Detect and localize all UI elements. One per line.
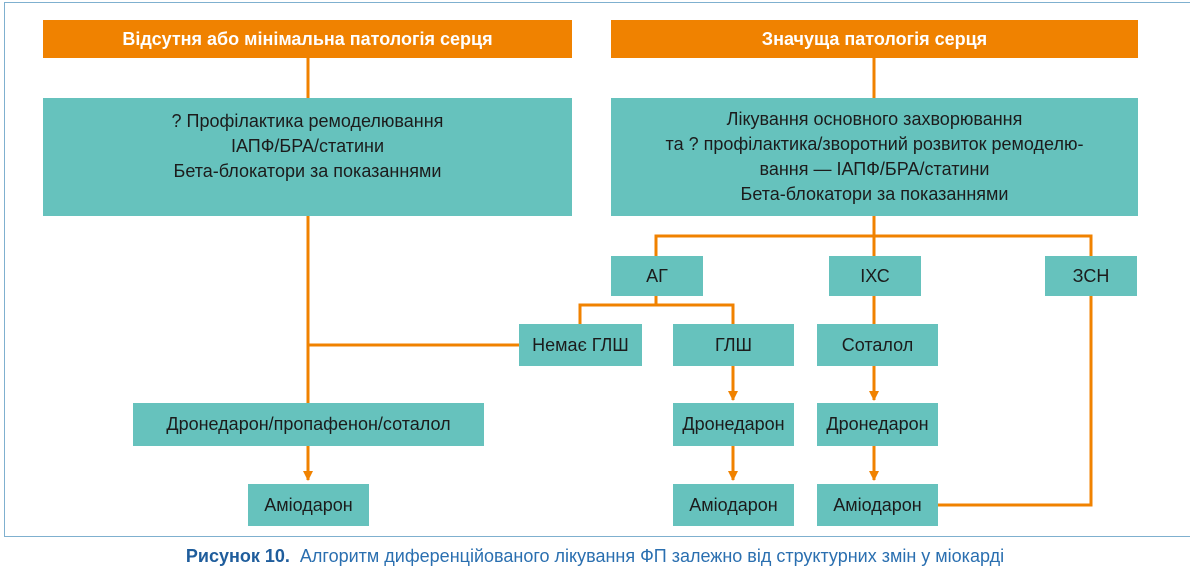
line-zsn-to-amio: [938, 296, 1093, 507]
node-dronedarone-ihs: Дронедарон: [817, 403, 938, 446]
node-ihs: ІХС: [829, 256, 921, 296]
left-prevention-box: ? Профілактика ремоделювання ІАПФ/БРА/ст…: [43, 98, 572, 216]
header-left: Відсутня або мінімальна патологія серця: [43, 20, 572, 58]
caption-text: Алгоритм диференційованого лікування ФП …: [299, 546, 1005, 566]
node-dronedarone-glsh: Дронедарон: [673, 403, 794, 446]
line-ag-split: [578, 303, 735, 324]
node-glsh: ГЛШ: [673, 324, 794, 366]
right-box-line: та ? профілактика/зворотний розвиток рем…: [665, 134, 1084, 154]
diagram-frame: [4, 2, 1190, 537]
node-zsn: ЗСН: [1045, 256, 1137, 296]
node-ag: АГ: [611, 256, 703, 296]
right-box-line: Бета-блокатори за показаннями: [740, 184, 1009, 204]
right-box-line: вання — ІАПФ/БРА/статини: [759, 159, 990, 179]
node-no-glsh: Немає ГЛШ: [519, 324, 642, 366]
right-treatment-box: Лікування основного захворювання та ? пр…: [611, 98, 1138, 216]
node-sotalol: Соталол: [817, 324, 938, 366]
left-box-line: Бета-блокатори за показаннями: [173, 160, 442, 181]
node-amiodarone-left: Аміодарон: [248, 484, 369, 526]
caption-label: Рисунок 10.: [185, 546, 290, 566]
node-dronedarone-propafenone-sotalol: Дронедарон/пропафенон/соталол: [133, 403, 484, 446]
right-box-line: Лікування основного захворювання: [726, 109, 1023, 129]
node-amiodarone-ihs: Аміодарон: [817, 484, 938, 526]
figure-caption: Рисунок 10. Алгоритм диференційованого л…: [0, 546, 1190, 567]
left-box-line: ? Профілактика ремоделювання: [171, 110, 444, 131]
node-amiodarone-glsh: Аміодарон: [673, 484, 794, 526]
left-box-line: ІАПФ/БРА/статини: [231, 135, 384, 156]
header-right: Значуща патологія серця: [611, 20, 1138, 58]
